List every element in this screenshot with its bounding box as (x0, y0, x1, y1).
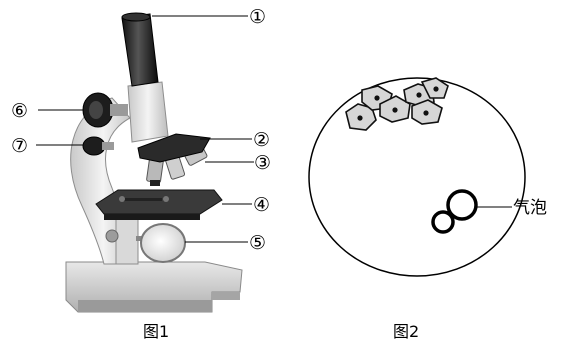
eyepiece (122, 13, 158, 86)
label-5: ⑤ (249, 232, 266, 254)
stage-pillar (116, 218, 138, 264)
microscope-stage (96, 190, 222, 220)
bubble-label: 气泡 (513, 198, 547, 218)
label-7: ⑦ (11, 135, 28, 157)
microscope-figure: ① ② ③ ④ ⑤ ⑥ ⑦ 图1 (11, 6, 271, 341)
figure2-caption: 图2 (393, 322, 419, 341)
figure1-caption: 图1 (143, 322, 169, 341)
microscope-base (66, 262, 242, 312)
label-3: ③ (254, 152, 271, 174)
label-4: ④ (253, 194, 270, 216)
label-6: ⑥ (11, 100, 28, 122)
label-1: ① (249, 6, 266, 28)
microscope-head (128, 82, 168, 142)
label-2: ② (253, 129, 270, 151)
field-of-view-figure: 气泡 图2 (309, 78, 547, 341)
reflector-mirror (136, 224, 185, 262)
